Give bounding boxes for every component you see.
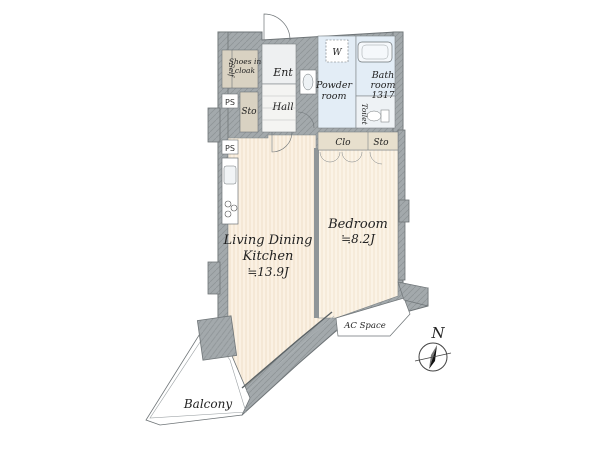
- bath-room-label-line2: room: [371, 80, 396, 91]
- shoes-in-cloak-label-line2: cloak: [235, 66, 256, 75]
- hall-label: Hall: [271, 102, 293, 113]
- ps-box-lower: [221, 139, 239, 155]
- ac-space-label: AC Space: [343, 321, 385, 331]
- entrance-label: Ent: [272, 66, 293, 79]
- bath-room-label-line1: Bath: [371, 70, 395, 81]
- north-label: N: [430, 324, 445, 342]
- hall-storage-label: Sto: [241, 107, 257, 117]
- bedroom-label: Bedroom: [327, 217, 388, 232]
- toilet-label: Toilet: [360, 103, 369, 125]
- washbasin: [299, 69, 317, 95]
- toilet-fixture: [366, 109, 390, 123]
- closet-label: Clo: [335, 138, 351, 148]
- closet-strip: [317, 131, 399, 151]
- ldk-size-label: ≒13.9J: [247, 265, 290, 279]
- ps-box-upper: [221, 93, 239, 109]
- cooktop: [224, 200, 238, 218]
- self-storage-label: Self: [227, 63, 235, 78]
- ldk-label-line2: Kitchen: [242, 249, 294, 264]
- shoes-in-cloak-label-line1: Shoes in: [229, 57, 262, 66]
- washer-space: [325, 39, 349, 63]
- balcony-label: Balcony: [183, 397, 232, 411]
- ldk-label-line1: Living Dining: [223, 233, 313, 248]
- partition-wall: [314, 148, 319, 318]
- bath-room-size-label: 1317: [372, 91, 395, 101]
- hall-door: [271, 131, 293, 153]
- powder-room-label-line2: room: [322, 91, 347, 102]
- ac-space-area: [335, 297, 411, 337]
- bedroom-size-label: ≒8.2J: [341, 232, 376, 246]
- bedroom-storage-label: Sto: [373, 138, 389, 148]
- powder-room-label-line1: Powder: [315, 80, 354, 91]
- entrance-door: [263, 13, 291, 41]
- closet-doors: [319, 151, 383, 165]
- ps-label-upper: PS: [225, 98, 235, 107]
- bathtub: [357, 41, 393, 63]
- washer-label: W: [332, 48, 342, 58]
- compass-rose: [414, 342, 452, 372]
- shoes-in-cloak-block: [221, 49, 259, 89]
- powder-door: [297, 111, 315, 129]
- hall-storage-block: [239, 91, 259, 133]
- ps-label-lower: PS: [225, 144, 235, 153]
- entrance-floor: [261, 43, 297, 85]
- balcony-window: [241, 311, 333, 389]
